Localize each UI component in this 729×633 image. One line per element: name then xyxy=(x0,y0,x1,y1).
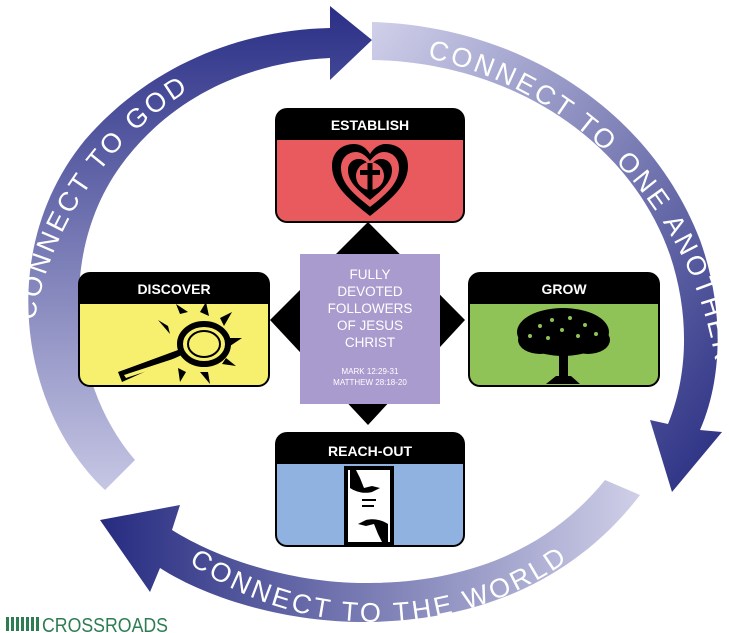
box-title-establish: ESTABLISH xyxy=(331,117,409,133)
box-title-reach-out: REACH-OUT xyxy=(328,443,412,459)
crossroads-logo: CROSSROADS xyxy=(6,615,168,633)
box-grow: GROW xyxy=(468,272,660,387)
crossroads-logo-icon xyxy=(6,617,39,631)
crossroads-logo-text: CROSSROADS xyxy=(42,615,168,633)
tree-icon xyxy=(517,308,610,384)
center-line-5: CHRIST xyxy=(345,335,395,350)
box-reach-out: REACH-OUT xyxy=(275,432,465,547)
center-reference-matthew: MATTHEW 28:18-20 xyxy=(333,378,407,387)
center-line-3: FOLLOWERS xyxy=(328,301,413,316)
box-establish: ESTABLISH xyxy=(275,108,465,223)
center-line-1: FULLY xyxy=(349,267,390,282)
center-line-2: DEVOTED xyxy=(337,284,403,299)
heart-cross-icon xyxy=(332,144,408,216)
reaching-hands-icon xyxy=(344,466,394,546)
box-title-discover: DISCOVER xyxy=(137,281,210,297)
center-reference-mark: MARK 12:29-31 xyxy=(342,367,399,376)
center-line-4: OF JESUS xyxy=(337,318,403,333)
magnifying-glass-icon xyxy=(118,302,242,384)
center-box: FULLY DEVOTED FOLLOWERS OF JESUS CHRIST … xyxy=(300,254,440,404)
arc-connect-to-god: CONNECT TO GOD xyxy=(11,6,372,490)
box-title-grow: GROW xyxy=(541,281,587,297)
box-discover: DISCOVER xyxy=(78,272,270,387)
